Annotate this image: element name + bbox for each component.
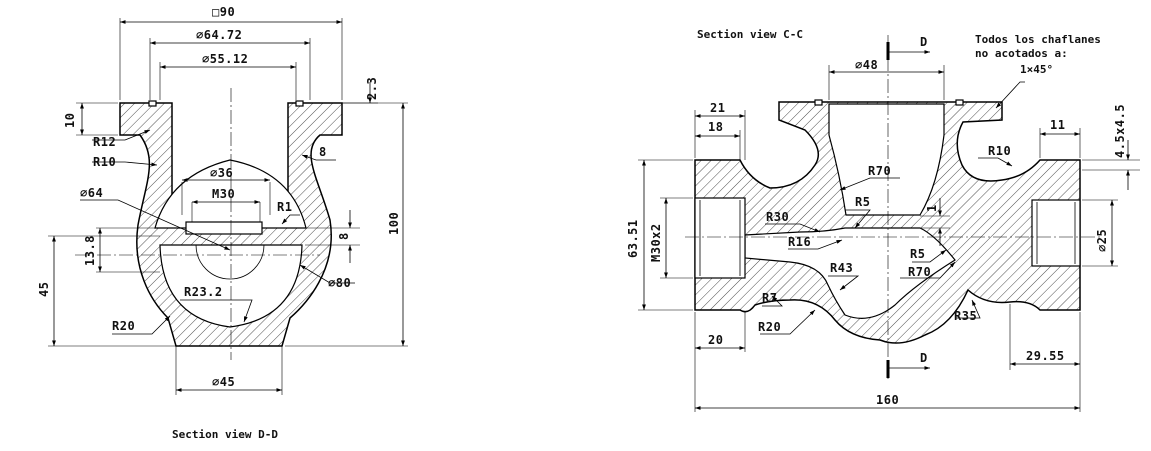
cc-note-line-2: no acotados a:	[975, 47, 1068, 60]
dd-dim-dia-64-72: ⌀64.72	[196, 28, 242, 42]
dd-caption: Section view D-D	[172, 428, 278, 441]
dd-radius-r23-2: R23.2	[184, 285, 223, 299]
cc-dimension-lines	[638, 65, 1140, 412]
cc-radius-r35: R35	[954, 309, 977, 323]
section-view-dd: □90 ⌀64.72 ⌀55.12 2.3 10 R12 R10 ⌀36 M30…	[37, 5, 408, 441]
dd-dim-8-lower: 8	[337, 232, 351, 240]
cc-radius-r20: R20	[758, 320, 781, 334]
dd-dim-10: 10	[63, 113, 77, 128]
cc-caption: Section view C-C	[697, 28, 803, 41]
cc-dim-dia-48: ⌀48	[855, 58, 878, 72]
cc-radius-r7: R7	[762, 291, 777, 305]
cc-note-line-1: Todos los chaflanes	[975, 33, 1101, 46]
dd-dimension-lines	[48, 18, 408, 395]
dd-dim-2-3: 2.3	[365, 77, 379, 100]
cc-dim-21: 21	[710, 101, 725, 115]
dd-dim-dia-36: ⌀36	[210, 166, 233, 180]
cc-dim-dia-25: ⌀25	[1095, 229, 1109, 252]
cc-dim-4-5x4-5: 4.5x4.5	[1113, 104, 1127, 158]
dd-radius-r10: R10	[93, 155, 116, 169]
cc-centerlines	[685, 35, 1100, 380]
dd-radius-r1: R1	[277, 200, 292, 214]
dd-dim-dia-64: ⌀64	[80, 186, 103, 200]
dd-dim-100: 100	[387, 212, 401, 235]
dd-labels: □90 ⌀64.72 ⌀55.12 2.3 10 R12 R10 ⌀36 M30…	[37, 5, 401, 441]
cc-radius-r70-upper: R70	[868, 164, 891, 178]
cc-radius-r5-upper: R5	[855, 195, 870, 209]
cc-body	[694, 99, 1081, 344]
dd-dim-square-90: □90	[212, 5, 235, 19]
cc-dim-63-51: 63.51	[626, 219, 640, 258]
cc-dim-11: 11	[1050, 118, 1065, 132]
cc-radius-r43: R43	[830, 261, 853, 275]
section-view-cc: Section view C-C Todos los chaflanes no …	[626, 28, 1140, 412]
cc-radius-r30: R30	[766, 210, 789, 224]
cc-labels: Section view C-C Todos los chaflanes no …	[626, 28, 1127, 407]
cc-dim-18: 18	[708, 120, 723, 134]
dd-dim-dia-45: ⌀45	[212, 375, 235, 389]
cc-radius-r70-lower: R70	[908, 265, 931, 279]
dd-dim-8-upper: 8	[319, 145, 327, 159]
dd-radius-r20: R20	[112, 319, 135, 333]
cc-cut-marks	[886, 42, 930, 378]
dd-radius-r12: R12	[93, 135, 116, 149]
dd-dim-45: 45	[37, 282, 51, 297]
cc-dim-20: 20	[708, 333, 723, 347]
dd-dim-13-8: 13.8	[83, 235, 97, 266]
cc-radius-r16: R16	[788, 235, 811, 249]
cc-dim-29-55: 29.55	[1026, 349, 1065, 363]
cc-thread-m30x2: M30x2	[649, 223, 663, 262]
cc-note-chamfer: 1×45°	[1020, 63, 1053, 76]
cc-dim-160: 160	[876, 393, 899, 407]
dd-dim-m30: M30	[212, 187, 235, 201]
dd-dim-dia-80: ⌀80	[328, 276, 351, 290]
cc-radius-r5-lower: R5	[910, 247, 925, 261]
dd-centerlines	[75, 88, 320, 360]
cc-dim-1: 1	[925, 204, 939, 212]
cc-cut-label-top: D	[920, 35, 928, 49]
cc-cut-label-bottom: D	[920, 351, 928, 365]
dd-dim-dia-55-12: ⌀55.12	[202, 52, 248, 66]
cc-radius-r10: R10	[988, 144, 1011, 158]
